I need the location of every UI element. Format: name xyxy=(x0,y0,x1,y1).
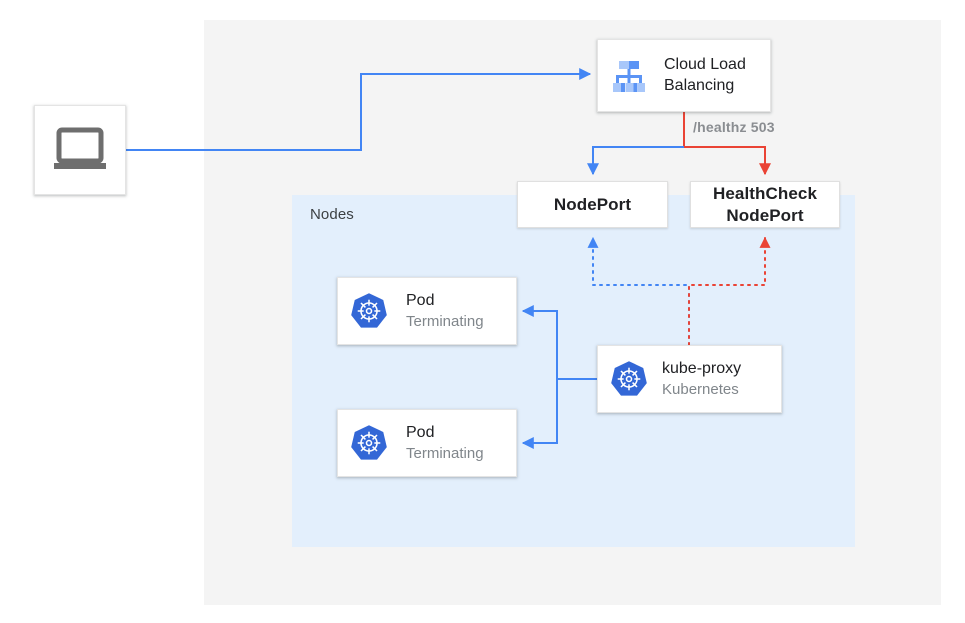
cloud-load-balancing-title: Cloud Load xyxy=(664,55,746,73)
nodeport-card: NodePort xyxy=(517,181,668,228)
cloud-load-balancing-text: Cloud Load Balancing xyxy=(664,55,746,97)
cloud-load-balancing-icon xyxy=(608,55,650,97)
client-laptop-card xyxy=(34,105,126,195)
cloud-load-balancing-title-line2: Balancing xyxy=(664,76,735,94)
pod-2-card: Pod Terminating xyxy=(337,409,517,477)
pod-2-title: Pod xyxy=(406,423,435,441)
healthcheck-nodeport-label-line2: NodePort xyxy=(726,205,804,225)
pod-1-subtitle: Terminating xyxy=(406,312,484,330)
healthz-edge-label: /healthz 503 xyxy=(693,119,775,135)
kube-proxy-text: kube-proxy Kubernetes xyxy=(662,359,741,399)
nodeport-label: NodePort xyxy=(553,194,632,214)
pod-1-title: Pod xyxy=(406,291,435,309)
pod-1-text: Pod Terminating xyxy=(406,291,484,331)
pod-2-subtitle: Terminating xyxy=(406,444,484,462)
kube-proxy-title: kube-proxy xyxy=(662,359,742,377)
laptop-icon xyxy=(52,126,108,174)
pod-2-text: Pod Terminating xyxy=(406,423,484,463)
healthcheck-nodeport-label-line1: HealthCheck xyxy=(712,184,818,204)
kubernetes-icon xyxy=(350,292,388,330)
healthcheck-nodeport-card: HealthCheck NodePort xyxy=(690,181,840,228)
cloud-load-balancing-card: Cloud Load Balancing xyxy=(597,39,771,112)
healthcheck-nodeport-label: HealthCheck NodePort xyxy=(713,183,817,226)
kubernetes-icon xyxy=(350,424,388,462)
pod-1-card: Pod Terminating xyxy=(337,277,517,345)
kubernetes-icon xyxy=(610,360,648,398)
kube-proxy-card: kube-proxy Kubernetes xyxy=(597,345,782,413)
region-nodes-label: Nodes xyxy=(310,206,354,223)
kube-proxy-subtitle: Kubernetes xyxy=(662,380,739,398)
